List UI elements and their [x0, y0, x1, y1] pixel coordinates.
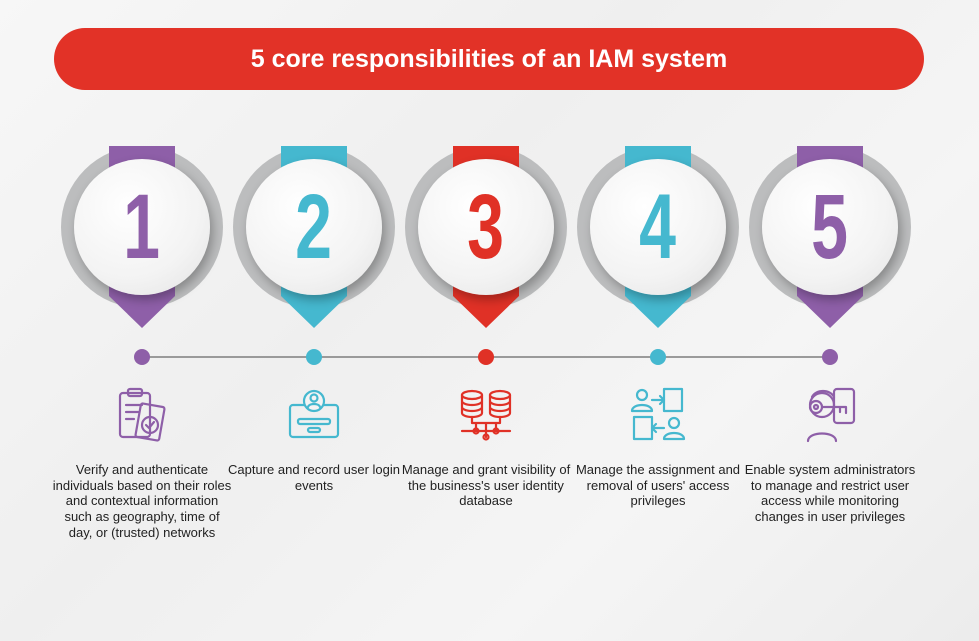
- timeline-dot: [650, 349, 666, 365]
- step-description: Manage and grant visibility of the busin…: [401, 462, 571, 509]
- step-number: 4: [639, 176, 677, 278]
- timeline-dot: [306, 349, 322, 365]
- step-description: Verify and authenticate individuals base…: [52, 462, 232, 540]
- step-pointer: [109, 296, 175, 328]
- step-pointer: [453, 296, 519, 328]
- step-badge: 2: [246, 159, 382, 295]
- step-pointer: [797, 296, 863, 328]
- step-badge: 3: [418, 159, 554, 295]
- step-pointer: [625, 296, 691, 328]
- step-description: Capture and record user login events: [228, 462, 400, 493]
- step-badge: 5: [762, 159, 898, 295]
- page-title: 5 core responsibilities of an IAM system: [54, 28, 924, 90]
- user-access-exchange-icon: [630, 387, 686, 441]
- step-badge: 4: [590, 159, 726, 295]
- database-network-icon: [460, 389, 512, 441]
- step-description: Manage the assignment and removal of use…: [575, 462, 741, 509]
- timeline-dot: [134, 349, 150, 365]
- step-number: 2: [295, 176, 333, 278]
- step-badge: 1: [74, 159, 210, 295]
- step-pointer: [281, 296, 347, 328]
- step-number: 5: [811, 176, 849, 278]
- step-number: 1: [123, 176, 161, 278]
- timeline-dot: [478, 349, 494, 365]
- step-description: Enable system administrators to manage a…: [744, 462, 916, 525]
- timeline-dot: [822, 349, 838, 365]
- step-number: 3: [467, 176, 505, 278]
- user-login-card-icon: [288, 389, 340, 439]
- clipboard-check-icon: [118, 387, 166, 442]
- admin-key-monitor-icon: [806, 387, 856, 443]
